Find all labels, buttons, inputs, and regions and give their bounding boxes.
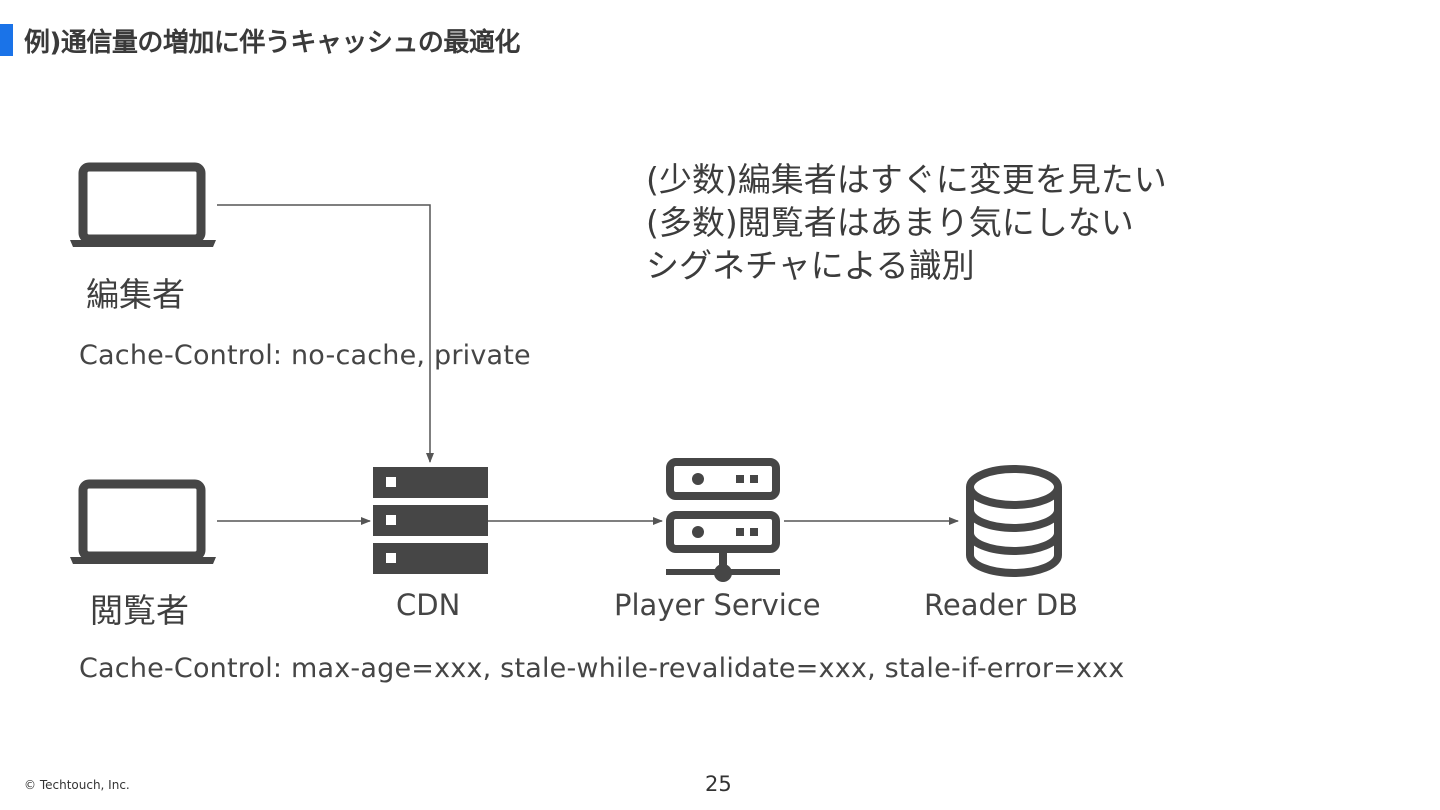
note-line: (多数)閲覧者はあまり気にしない [646,203,1134,242]
player-service-network-server-icon [666,458,780,582]
viewer-label: 閲覧者 [90,591,189,630]
reader-db-label: Reader DB [924,588,1079,622]
cdn-server-stack-icon [373,467,488,574]
title-accent-bar [0,24,13,56]
editor-laptop-icon [70,162,216,247]
page-number: 25 [705,772,732,796]
editor-cache-control-header: Cache-Control: no-cache, private [79,340,531,371]
viewer-laptop-icon [70,479,216,564]
note-line: (少数)編集者はすぐに変更を見たい [646,160,1167,199]
viewer-cache-control-header: Cache-Control: max-age=xxx, stale-while-… [79,653,1125,684]
player-service-label: Player Service [614,588,821,622]
note-line: シグネチャによる識別 [646,246,975,285]
copyright-notice: © Techtouch, Inc. [24,778,130,792]
design-note: (少数)編集者はすぐに変更を見たい (多数)閲覧者はあまり気にしない シグネチャ… [646,158,1167,287]
reader-db-database-icon [966,465,1062,577]
editor-to-cdn-arrow [217,204,434,463]
cdn-label: CDN [396,588,461,622]
slide-title: 例)通信量の増加に伴うキャッシュの最適化 [24,28,520,58]
editor-label: 編集者 [86,275,185,314]
